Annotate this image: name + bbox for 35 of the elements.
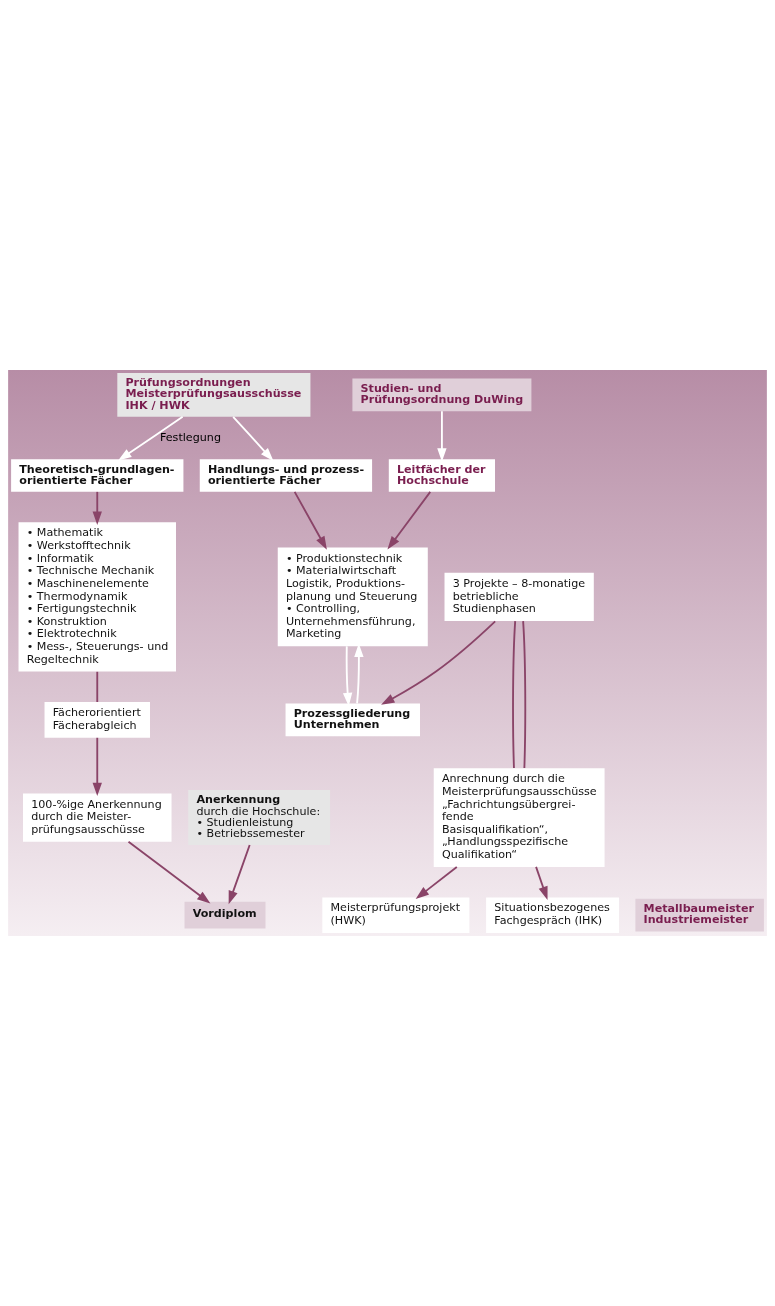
node-box: Vordiplom [184,901,266,929]
node-box: Studien- und Prüfungsordnung DuWing [352,378,532,412]
connector [96,670,99,703]
arrow [228,844,251,905]
arrow [92,490,102,525]
edge-label: Festlegung [160,430,221,444]
arrow [415,866,458,899]
arrow [354,643,364,705]
arrow [535,866,548,900]
arrow [232,415,274,462]
arrow [118,415,184,461]
node-box: Anerkennung durch die Hochschule: • Studienleistung • Betriebssemester [188,790,331,845]
connector [522,620,527,769]
arrow [127,840,211,904]
arrow [381,620,497,705]
arrow [437,410,447,462]
node-box: Prüfungsordnungen Meisterprüfungsausschüsse IHK / HWK [117,372,311,417]
node-box: Meisterprüfungsprojekt (HWK) [322,897,470,934]
arrow [293,490,327,550]
arrow [387,490,432,550]
arrow [92,736,102,797]
connector [512,620,517,769]
node-box: Anrechnung durch die Meisterprüfungsausschüsse „Fachrichtungsübergrei- fende Basisqualifikation“, „Handlungsspezifische Qualifikation“ [433,768,605,867]
node-box: Leitfächer der Hochschule [388,459,495,492]
node-box: Handlungs- und prozess- orientierte Fächer [199,459,373,492]
node-box: Situationsbezogenes Fachgespräch (IHK) [486,897,620,934]
node-box: Fächerorientiert Fächerabgleich [44,702,150,738]
node-box: 100-%ige Anerkennung durch die Meister- prüfungsausschüsse [23,793,172,842]
node-box: Theoretisch-grundlagen- orientierte Fächer [11,459,184,492]
node-box: 3 Projekte – 8-monatige betriebliche Studienphasen [444,572,594,622]
node-box: • Produktionstechnik • Materialwirtschaft Logistik, Produktions- planung und Steuerung • Controlling, Unternehmensführung, Marketing [277,547,428,647]
node-box: Prozessgliederung Unternehmen [285,703,420,737]
node-box: Metallbaumeister Industriemeister [635,898,764,932]
arrow [342,645,353,707]
node-box: • Mathematik • Werkstofftechnik • Informatik • Technische Mechanik • Maschinenelemente • Thermodynamik • Fertigungstechnik • Konstruktion • Elektrotechnik • Mess-, Steuerungs- und Regeltechnik [18,522,176,672]
